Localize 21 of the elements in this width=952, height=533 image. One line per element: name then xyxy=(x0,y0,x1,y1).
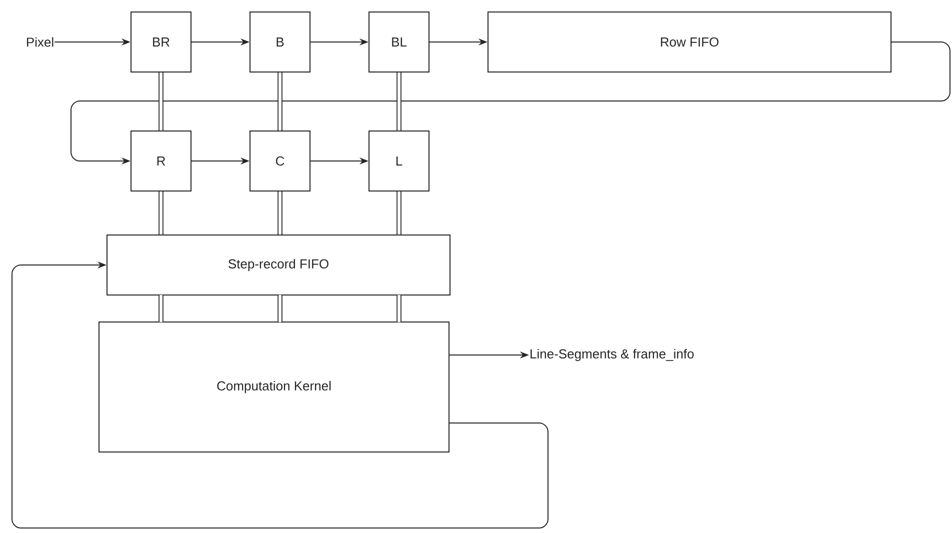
bus-line xyxy=(158,192,164,234)
bus-line xyxy=(158,72,164,130)
text-label: Line-Segments & frame_info xyxy=(530,348,694,362)
process-box: Computation Kernel xyxy=(98,322,450,452)
process-box: B xyxy=(250,12,310,72)
process-box: L xyxy=(368,130,430,192)
process-box: Step-record FIFO xyxy=(106,234,450,296)
bus-line xyxy=(396,295,402,322)
arrow xyxy=(12,261,548,528)
bus-line xyxy=(278,72,282,130)
bus-line xyxy=(396,72,402,130)
bus-line xyxy=(278,192,282,234)
bus-line xyxy=(396,192,402,234)
process-box: BL xyxy=(368,12,430,72)
bus-line xyxy=(158,295,164,322)
process-box: R xyxy=(130,130,192,192)
text-label: Pixel xyxy=(26,37,54,47)
bus-line xyxy=(278,295,282,322)
process-box: BR xyxy=(130,12,192,72)
process-box: C xyxy=(250,130,310,192)
process-box: Row FIFO xyxy=(488,12,892,72)
